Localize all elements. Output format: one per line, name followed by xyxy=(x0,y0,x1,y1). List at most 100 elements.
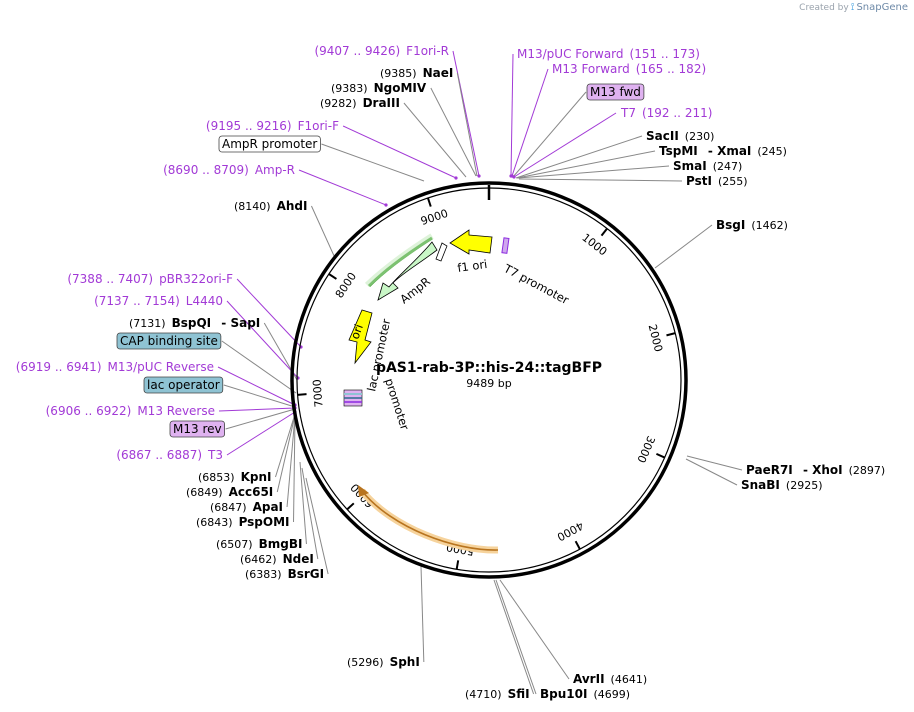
label-name: F1ori-F xyxy=(298,119,339,133)
leader-line xyxy=(293,416,296,523)
label-sfii: (4710)SfiI xyxy=(465,687,530,701)
label-apai: (6847)ApaI xyxy=(210,500,283,514)
label-name: M13 fwd xyxy=(590,85,641,99)
leader-line xyxy=(452,50,480,177)
label-name: PaeR7I xyxy=(746,463,793,477)
leader-line xyxy=(686,455,743,471)
tick-mark xyxy=(656,452,666,459)
label-pbr322: (7388 .. 7407)pBR322ori-F xyxy=(67,272,233,286)
label-text: (7137 .. 7154)L4440 xyxy=(94,294,223,308)
label-name: Acc65I xyxy=(229,485,274,499)
label-text: lac operator xyxy=(147,378,220,392)
label-ngomiv: (9383)NgoMIV xyxy=(331,81,427,95)
label-pos1: (9282) xyxy=(320,97,357,110)
label-name: PspOMI xyxy=(239,515,290,529)
label-name: AhdI xyxy=(277,199,308,213)
label-f1ori-r: (9407 .. 9426)F1ori-R xyxy=(314,44,449,58)
label-text: M13/pUC Forward(151 .. 173) xyxy=(517,47,700,61)
ori-arrow xyxy=(348,309,373,365)
label-text: BsgI(1462) xyxy=(716,218,788,232)
label-m13-reverse: (6906 .. 6922)M13 Reverse xyxy=(46,404,215,418)
label-text: AvrII(4641) xyxy=(573,672,647,686)
leader-line xyxy=(321,143,425,182)
tick-label: 9000 xyxy=(419,207,450,228)
leader-line xyxy=(225,408,296,430)
plasmid-name: pAS1-rab-3P::his-24::tagBFP xyxy=(376,360,602,376)
label-text: (6843)PspOMI xyxy=(196,515,290,529)
leader-line xyxy=(221,340,297,394)
tick-label: 4000 xyxy=(555,519,586,544)
label-text: (6849)Acc65I xyxy=(186,485,273,499)
credit-text: Created by xyxy=(799,2,849,13)
feature-site-dot xyxy=(454,176,458,180)
leader-line xyxy=(512,91,587,178)
label-kpni: (6853)KpnI xyxy=(198,470,271,484)
label-name: T7 xyxy=(620,106,636,120)
leader-line xyxy=(276,414,296,493)
tick-label: 8000 xyxy=(333,270,359,301)
feature-and-enzyme-labels: (9407 .. 9426)F1ori-R M13/pUC Forward(151… xyxy=(16,44,885,701)
label-text: (8140)AhdI xyxy=(234,199,307,213)
label-text: Bpu10I(4699) xyxy=(540,687,630,701)
label-name: TspMI xyxy=(659,144,698,158)
leader-line xyxy=(275,413,296,478)
f1-ori-arrow xyxy=(449,229,493,255)
leader-line xyxy=(342,125,457,179)
snapgene-credit: Created by ⟟ SnapGene xyxy=(799,2,908,13)
label-name: F1ori-R xyxy=(406,44,449,58)
label-pos1: (6919 .. 6941) xyxy=(16,360,102,374)
label-pos2: (4641) xyxy=(611,673,648,686)
feature-site-dot xyxy=(384,203,388,207)
label-t3: (6867 .. 6887)T3 xyxy=(116,448,223,462)
leader-line xyxy=(513,112,617,178)
label-m13-forward: M13 Forward(165 .. 182) xyxy=(552,62,706,76)
label-text: PstI(255) xyxy=(686,174,748,188)
label-text: (6906 .. 6922)M13 Reverse xyxy=(46,404,215,418)
leader-line xyxy=(218,407,296,412)
label-pos2: (245) xyxy=(757,145,787,158)
ampr-orf-glow xyxy=(364,233,434,288)
label-name: M13 Forward xyxy=(552,62,630,76)
label-m13puc-fwd: M13/pUC Forward(151 .. 173) xyxy=(517,47,700,61)
label-box xyxy=(169,420,225,438)
feature-site-dot xyxy=(477,174,481,178)
label-text: (7131)BspQI - SapI xyxy=(129,316,260,330)
label-text: (6462)NdeI xyxy=(240,552,314,566)
label-name: M13 rev xyxy=(173,422,222,436)
label-box xyxy=(116,332,222,350)
label-text: M13 Forward(165 .. 182) xyxy=(552,62,706,76)
leader-line xyxy=(493,579,535,695)
label-pos1: (9383) xyxy=(331,82,368,95)
label-name: SmaI xyxy=(673,159,707,173)
label-text: (6867 .. 6887)T3 xyxy=(116,448,223,462)
leader-line xyxy=(510,53,514,177)
label-pos2: (2897) xyxy=(849,464,886,477)
label-bspqi: (7131)BspQI - SapI xyxy=(129,316,260,330)
label-text: (9383)NgoMIV xyxy=(331,81,427,95)
label-pos1: (6507) xyxy=(216,538,253,551)
t7-promoter-label: T7 promoter xyxy=(501,261,572,307)
label-name: M13/pUC Reverse xyxy=(108,360,215,374)
label-leader-lines xyxy=(217,50,743,695)
leader-line xyxy=(236,278,302,348)
label-text: (4710)SfiI xyxy=(465,687,530,701)
label-name2: - SapI xyxy=(217,316,260,330)
leader-line xyxy=(516,150,656,179)
tick-mark xyxy=(328,273,337,280)
leader-line xyxy=(217,366,296,406)
label-name: DraIII xyxy=(363,96,400,110)
label-pos2: (230) xyxy=(685,130,715,143)
label-ahdi: (8140)AhdI xyxy=(234,199,307,213)
leader-line xyxy=(301,467,319,560)
plasmid-length: 9489 bp xyxy=(466,377,511,390)
plasmid-backbone xyxy=(290,181,688,579)
tick-label: 1000 xyxy=(579,231,609,258)
credit-brand: SnapGene xyxy=(856,2,908,13)
label-text: (9195 .. 9216)F1ori-F xyxy=(206,119,339,133)
label-text: PaeR7I - XhoI(2897) xyxy=(746,463,885,477)
label-pos2: (2925) xyxy=(786,479,823,492)
tick-mark xyxy=(346,502,355,511)
label-pos1: (4710) xyxy=(465,688,502,701)
label-box xyxy=(586,83,645,101)
leader-line xyxy=(511,68,549,177)
